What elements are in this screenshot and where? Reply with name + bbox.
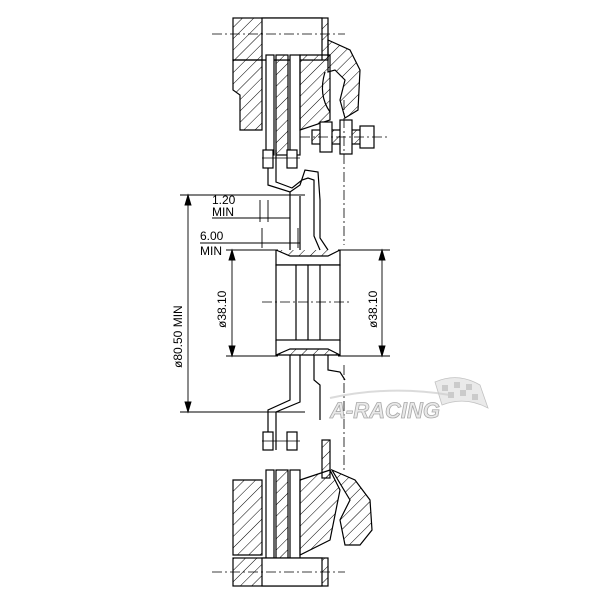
- dim-thickness-label: MIN: [212, 205, 234, 219]
- clutch-disc: [262, 149, 352, 479]
- dim-width-value: 6.00: [200, 229, 224, 243]
- logo-watermark: A-RACING: [329, 377, 489, 423]
- dim-bore-right: ø38.10: [366, 290, 380, 328]
- dim-bore-left: ø38.10: [215, 290, 229, 328]
- logo-text: A-RACING: [329, 398, 440, 423]
- checkered-flag-icon: [434, 377, 489, 409]
- bottom-assembly: [212, 468, 373, 587]
- top-assembly: [212, 17, 388, 245]
- dim-outer-diameter: ø80.50 MIN: [171, 305, 185, 368]
- dimension-lines: [180, 193, 390, 414]
- dim-thickness-value: 1.20: [212, 193, 236, 207]
- dim-width-label: MIN: [200, 244, 222, 258]
